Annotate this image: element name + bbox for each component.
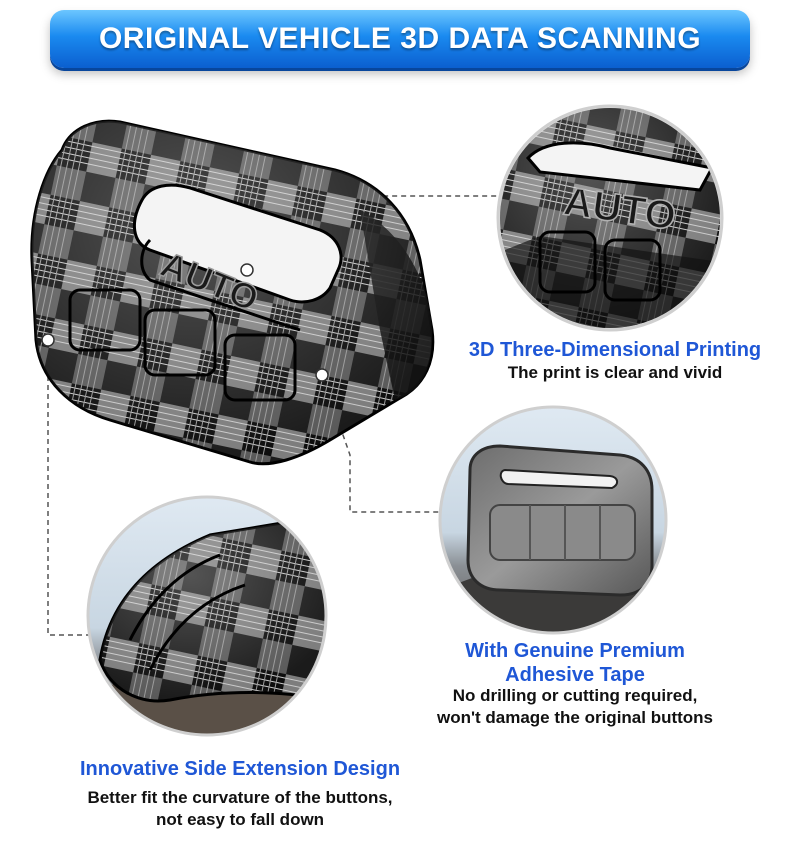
main-product: AUTO — [30, 119, 435, 466]
feature-tape-title-line1: With Genuine Premium — [465, 640, 685, 662]
banner-title: ORIGINAL VEHICLE 3D DATA SCANNING — [98, 22, 702, 55]
feature-tape-desc: No drilling or cutting required, won't d… — [395, 685, 755, 729]
header-banner: ORIGINAL VEHICLE 3D DATA SCANNING — [50, 10, 750, 68]
feature-printing-title: 3D Three-Dimensional Printing — [468, 339, 762, 361]
feature-tape-title: With Genuine Premium Adhesive Tape — [425, 639, 725, 687]
feature-tape-desc-line1: No drilling or cutting required, — [452, 686, 698, 705]
marker-dots — [41, 263, 329, 382]
detail-circle-printing: AUTO — [496, 104, 724, 332]
feature-side-desc: Better fit the curvature of the buttons,… — [40, 787, 440, 831]
feature-side-desc-line1: Better fit the curvature of the buttons, — [87, 788, 393, 807]
feature-side-desc-line2: not easy to fall down — [155, 810, 325, 829]
feature-tape-desc-line2: won't damage the original buttons — [436, 708, 714, 727]
feature-printing-desc: The print is clear and vivid — [507, 363, 723, 382]
feature-side-title: Innovative Side Extension Design — [79, 758, 401, 780]
detail-circle-tape — [438, 405, 668, 635]
detail-circle-side — [86, 495, 328, 737]
feature-tape-title-line2: Adhesive Tape — [505, 664, 645, 686]
